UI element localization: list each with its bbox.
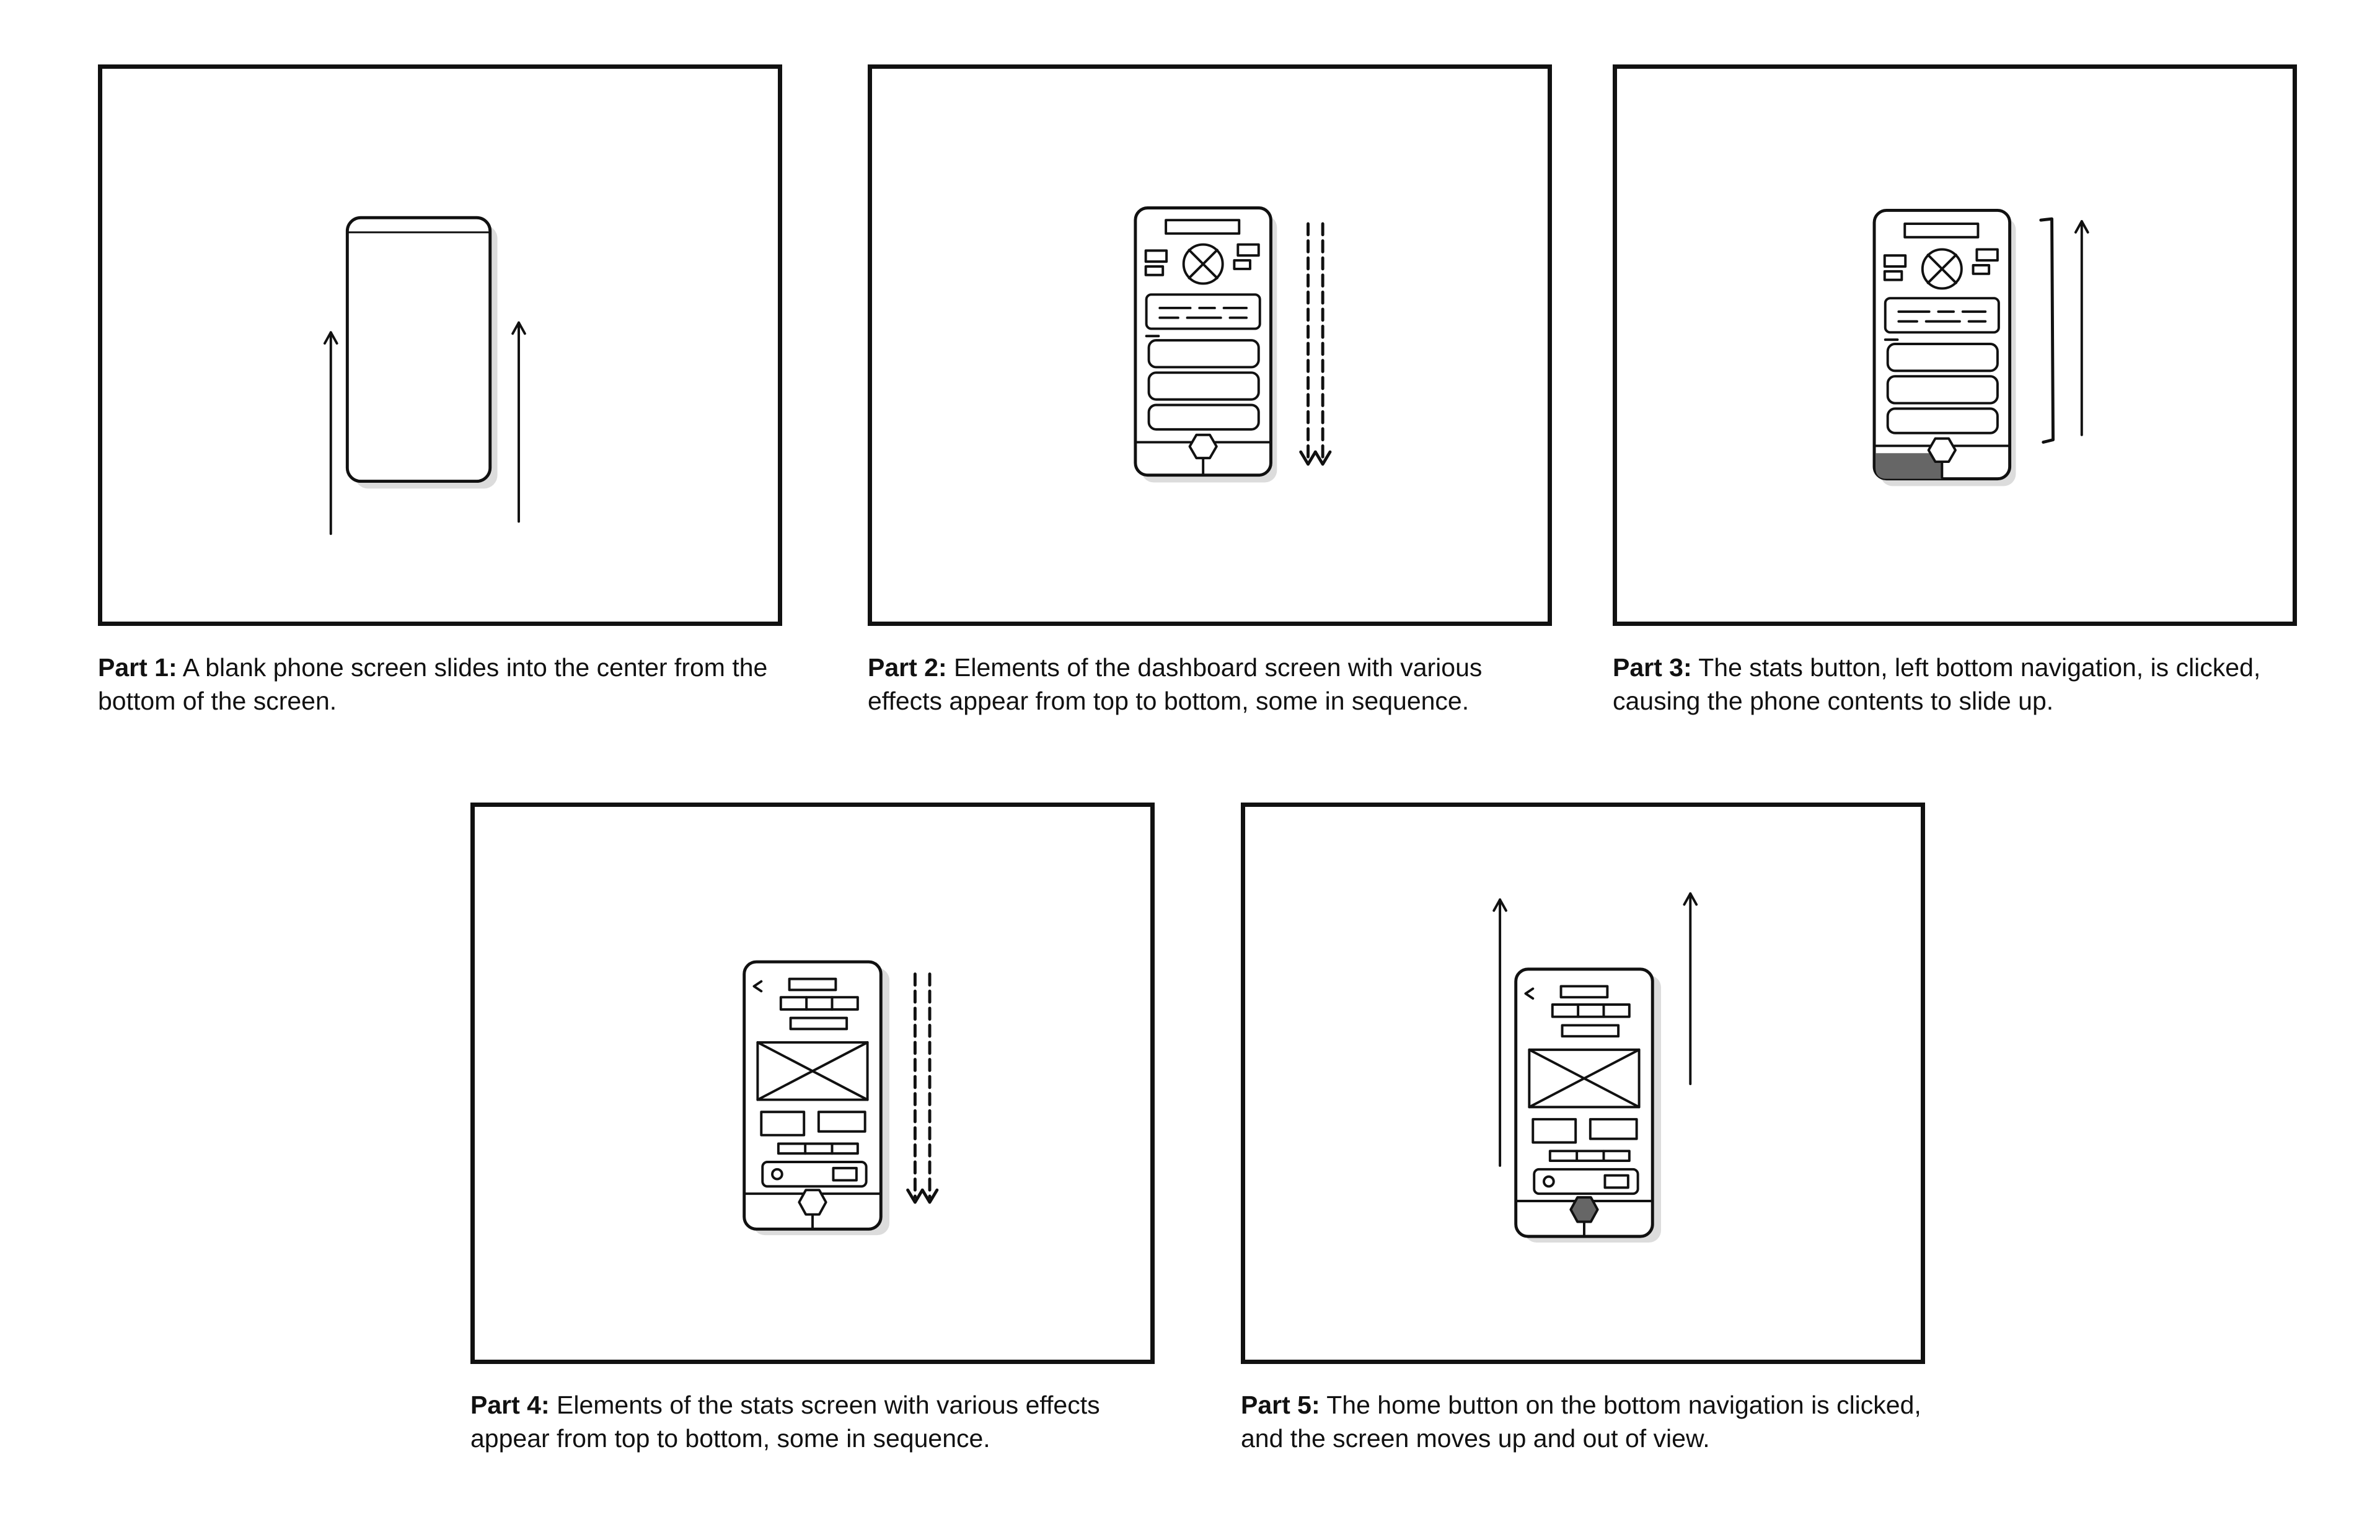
list-card [1886,407,1999,434]
action-bar [761,1161,868,1188]
caption-part-2: Part 2: Elements of the dashboard screen… [868,651,1562,718]
stat-box [817,1111,866,1133]
home-button-icon [1188,433,1218,460]
caption-part-5: Part 5: The home button on the bottom na… [1241,1388,1935,1455]
tag [1975,248,1999,262]
subtitle-bar [1561,1024,1620,1038]
mini-tag [1603,1174,1629,1189]
list-card [1886,343,1999,372]
caption-label: Part 3: [1613,653,1692,682]
label-row [1548,1150,1631,1163]
stat-box [760,1111,806,1137]
caption-part-1: Part 1: A blank phone screen slides into… [98,651,792,718]
segmented-control [779,996,859,1011]
up-arrow-icon [323,331,338,535]
caption-label: Part 4: [470,1391,550,1419]
avatar-placeholder [1921,248,1963,290]
list-card [1147,371,1260,401]
tag [1233,259,1251,270]
radio-dot [771,1168,783,1181]
tag [1144,249,1168,263]
caption-label: Part 5: [1241,1391,1320,1419]
home-button-icon [798,1189,827,1216]
stat-box [1589,1118,1638,1140]
caption-part-3: Part 3: The stats button, left bottom na… [1613,651,2307,718]
title-bar [1559,985,1609,999]
storyboard-frame-1 [98,64,782,626]
caption-text: Elements of the stats screen with variou… [470,1391,1100,1453]
scene-1 [323,216,526,535]
title-bar [788,977,837,992]
chart-placeholder [756,1041,869,1101]
home-button-icon [1927,437,1957,464]
list-card [1147,403,1260,431]
tag [1236,243,1260,257]
header-bar [1903,222,1980,239]
up-arrow-icon [511,321,526,523]
info-card [1884,297,2000,334]
tag [1972,264,1991,275]
bracket [2039,217,2055,444]
tag [1144,265,1165,276]
caption-text: The home button on the bottom navigation… [1241,1391,1921,1453]
back-chevron-icon [1524,987,1535,1000]
down-arrow-dashed-icon [1313,222,1332,466]
back-chevron-icon [752,980,763,993]
header-bar [1165,219,1241,235]
caption-label: Part 1: [98,653,177,682]
mini-tag [832,1166,858,1182]
scene-5 [1492,892,1698,1243]
subtitle-bar [789,1016,848,1031]
tag [1883,254,1907,268]
stat-box [1532,1118,1577,1144]
caption-text: Elements of the dashboard screen with va… [868,653,1483,715]
list-card [1147,339,1260,369]
storyboard-frame-3 [1613,64,2297,626]
up-arrow-icon [1492,898,1507,1167]
down-arrow-dashed-icon [920,972,939,1204]
storyboard-frame-4 [470,803,1155,1364]
blank-phone [345,216,492,483]
tag [1883,270,1903,281]
caption-part-4: Part 4: Elements of the stats screen wit… [470,1388,1165,1455]
label-row [777,1142,859,1155]
caption-text: A blank phone screen slides into the cen… [98,653,768,715]
caption-label: Part 2: [868,653,947,682]
down-arrow-dashed-icon [906,972,924,1204]
down-arrow-dashed-icon [1299,222,1317,466]
segmented-control [1551,1003,1631,1018]
radio-dot [1543,1175,1555,1188]
caption-text: The stats button, left bottom navigation… [1613,653,2261,715]
storyboard-frame-2 [868,64,1552,626]
up-arrow-icon [2074,220,2089,436]
stats-nav-highlight [1875,453,1943,479]
chart-placeholder [1528,1048,1641,1109]
scene-4 [743,960,939,1236]
storyboard-frame-5 [1241,803,1925,1364]
home-button-icon [1569,1196,1599,1223]
scene-3 [1872,208,2089,486]
list-card [1886,375,1999,405]
scene-2 [1134,206,1332,483]
avatar-placeholder [1182,243,1224,285]
info-card [1145,293,1261,330]
action-bar [1533,1168,1639,1195]
up-arrow-icon [1683,892,1698,1085]
